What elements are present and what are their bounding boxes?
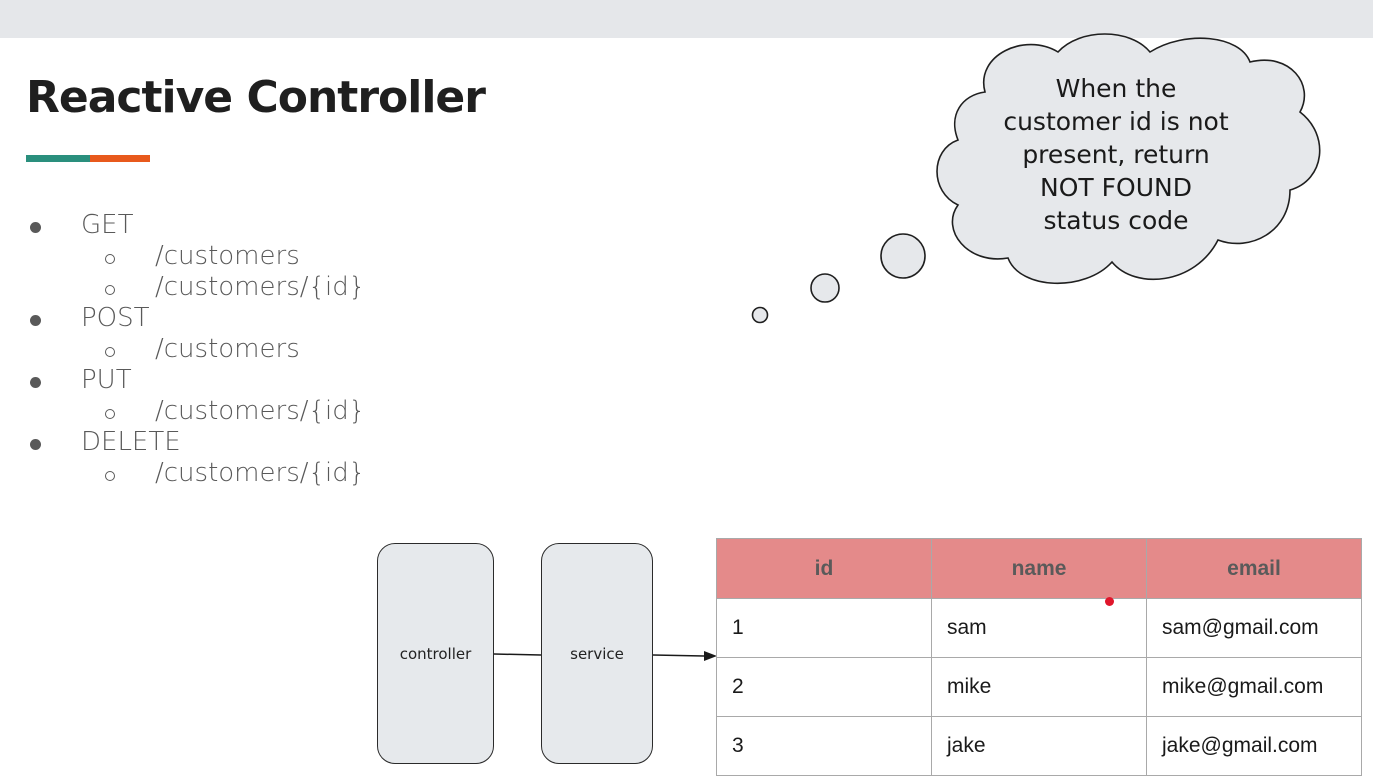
thought-circle-small bbox=[751, 306, 769, 324]
cell-name: mike bbox=[931, 657, 1147, 717]
table-header-row: id name email bbox=[716, 538, 1362, 599]
bullet-dot bbox=[30, 222, 41, 233]
table-row: 2 mike mike@gmail.com bbox=[716, 657, 1362, 717]
cell-id: 3 bbox=[716, 716, 932, 776]
cloud-shape bbox=[936, 33, 1321, 285]
list-item-path: /customers bbox=[155, 241, 300, 271]
controller-service-connector bbox=[493, 653, 542, 656]
column-header-id: id bbox=[716, 538, 932, 599]
cell-email: mike@gmail.com bbox=[1146, 657, 1362, 717]
thought-bubble-text: When the customer id is not present, ret… bbox=[1000, 72, 1232, 237]
thought-line: status code bbox=[1043, 206, 1189, 235]
column-header-email: email bbox=[1146, 538, 1362, 599]
column-header-name: name bbox=[931, 538, 1147, 599]
table-row: 3 jake jake@gmail.com bbox=[716, 716, 1362, 776]
thought-line: customer id is not bbox=[1003, 107, 1229, 136]
laser-pointer-dot bbox=[1105, 597, 1114, 606]
list-item-path: /customers/{id} bbox=[155, 272, 366, 302]
bullet-dot bbox=[30, 377, 41, 388]
thought-line: present, return bbox=[1022, 140, 1210, 169]
thought-circle-medium bbox=[810, 273, 840, 303]
list-item-method: POST bbox=[81, 303, 150, 333]
sub-bullet-circle bbox=[105, 347, 115, 357]
list-item-method: GET bbox=[81, 210, 134, 240]
arrowhead-icon bbox=[704, 651, 717, 661]
cell-id: 2 bbox=[716, 657, 932, 717]
thought-line: NOT FOUND bbox=[1040, 173, 1192, 202]
top-bar bbox=[0, 0, 1373, 38]
title-accent-orange bbox=[90, 155, 150, 162]
thought-circle-large bbox=[880, 233, 926, 279]
cell-email: jake@gmail.com bbox=[1146, 716, 1362, 776]
cell-name: jake bbox=[931, 716, 1147, 776]
cell-id: 1 bbox=[716, 598, 932, 658]
thought-line: When the bbox=[1055, 74, 1177, 103]
list-item-path: /customers/{id} bbox=[155, 396, 366, 426]
sub-bullet-circle bbox=[105, 254, 115, 264]
bullet-dot bbox=[30, 315, 41, 326]
table-row: 1 sam sam@gmail.com bbox=[716, 598, 1362, 658]
bullet-dot bbox=[30, 439, 41, 450]
controller-label: controller bbox=[399, 644, 472, 663]
sub-bullet-circle bbox=[105, 471, 115, 481]
customer-table: id name email 1 sam sam@gmail.com 2 mike… bbox=[716, 538, 1362, 776]
service-table-arrow bbox=[652, 654, 705, 657]
list-item-method: DELETE bbox=[81, 427, 181, 457]
controller-box: controller bbox=[377, 543, 494, 764]
cell-name: sam bbox=[931, 598, 1147, 658]
list-item-path: /customers bbox=[155, 334, 300, 364]
cell-email: sam@gmail.com bbox=[1146, 598, 1362, 658]
sub-bullet-circle bbox=[105, 285, 115, 295]
slide-title: Reactive Controller bbox=[26, 72, 486, 123]
service-label: service bbox=[570, 644, 624, 663]
list-item-method: PUT bbox=[81, 365, 132, 395]
list-item-path: /customers/{id} bbox=[155, 458, 366, 488]
sub-bullet-circle bbox=[105, 409, 115, 419]
service-box: service bbox=[541, 543, 653, 764]
title-accent-teal bbox=[26, 155, 90, 162]
